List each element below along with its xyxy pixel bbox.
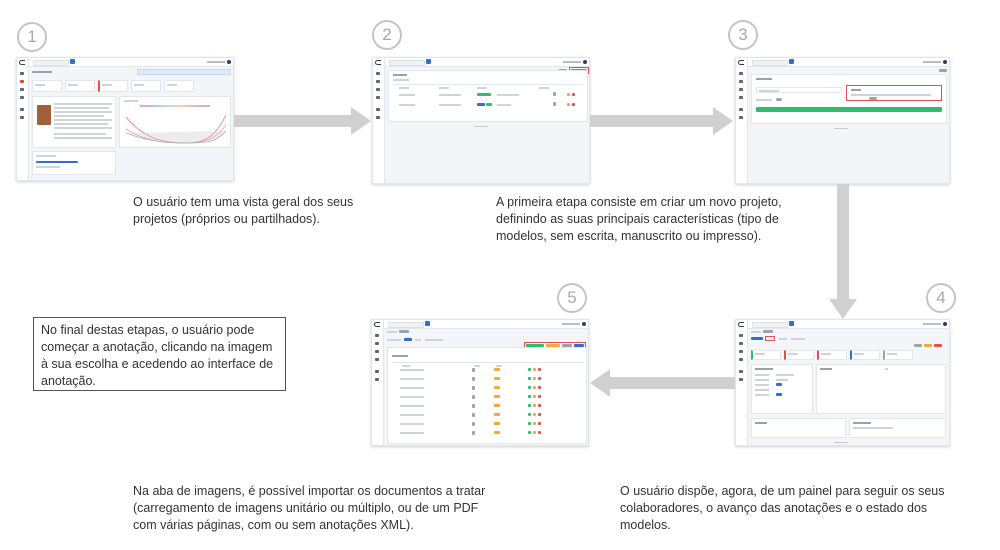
screenshot-images-tab — [371, 319, 589, 446]
screenshot-projects-list — [372, 57, 590, 184]
step-1-number: 1 — [17, 22, 47, 52]
step-3-number: 3 — [728, 20, 758, 50]
screenshot-dashboard — [16, 57, 234, 181]
final-note: No final destas etapas, o usuário pode c… — [33, 317, 286, 391]
screenshot-project-dashboard — [735, 319, 950, 446]
step-2-number: 2 — [372, 20, 402, 50]
step-4-caption: O usuário dispõe, agora, de um painel pa… — [620, 484, 945, 532]
step-5-caption: Na aba de imagens, é possível importar o… — [133, 484, 486, 532]
chart-thumbnail — [125, 114, 227, 144]
step-5-number: 5 — [557, 283, 587, 313]
step-4-number: 4 — [926, 283, 956, 313]
step-1-caption: O usuário tem uma vista geral dos seus p… — [133, 195, 354, 226]
screenshot-create-project — [735, 57, 950, 184]
step-2-caption: A primeira etapa consiste em criar um no… — [496, 195, 782, 243]
